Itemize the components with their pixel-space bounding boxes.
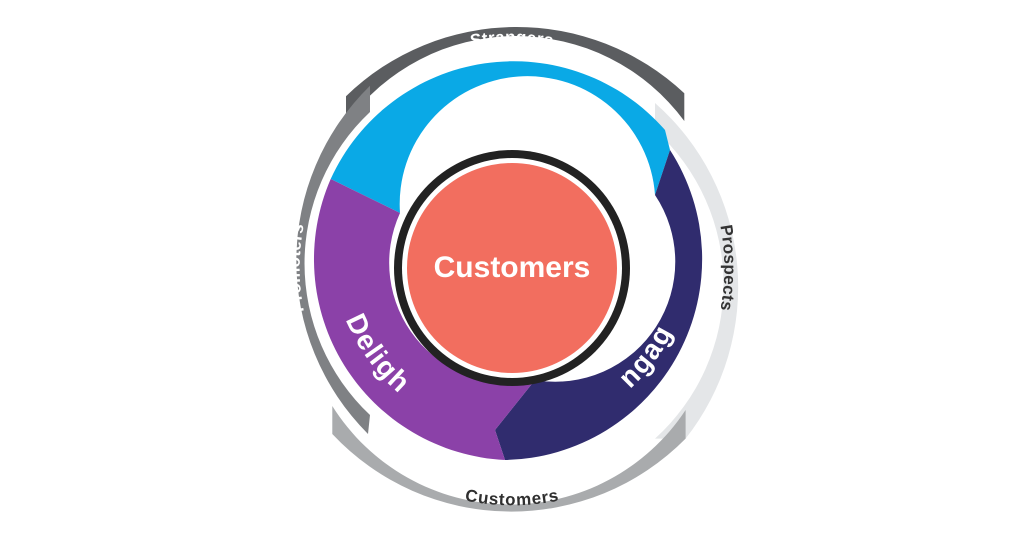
promoters-label: Promoters [285,222,308,314]
promoters-band [296,85,370,434]
customers-band [332,406,686,512]
delight-segment [313,179,535,460]
strangers-band [346,26,685,124]
attract-label: Attract [463,85,562,122]
svg-text:Attract: Attract [463,85,562,122]
svg-text:Prospects: Prospects [716,223,739,312]
svg-text:Strangers: Strangers [469,28,555,51]
hub-circle [407,163,617,373]
svg-text:Promoters: Promoters [285,222,308,314]
prospects-label: Prospects [716,223,738,312]
svg-text:Customers: Customers [464,486,560,510]
strangers-label: Strangers [469,28,555,51]
attract-segment [330,61,670,214]
engage-segment [495,150,703,460]
customers-band-label: Customers [464,486,560,510]
center-customers-label: Customers [434,251,591,284]
prospects-band [655,103,739,439]
